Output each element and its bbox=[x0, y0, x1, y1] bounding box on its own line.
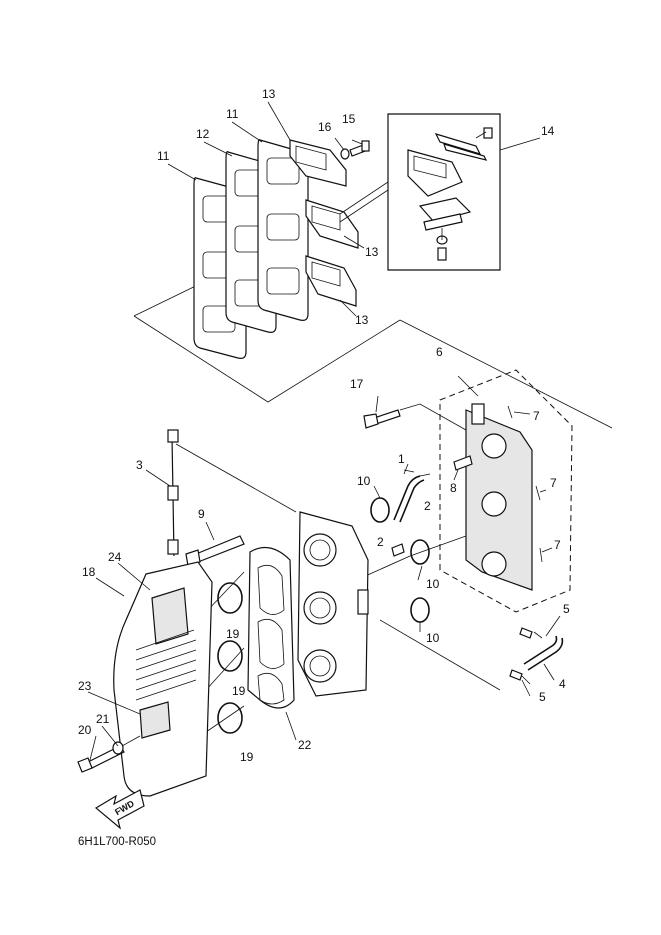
callout-2-bottom: 2 bbox=[377, 535, 384, 549]
o-ring-10-top bbox=[370, 497, 390, 523]
reed-valve-assembly bbox=[133, 113, 613, 429]
reed-valve-13-bottom bbox=[305, 255, 357, 307]
callout-7-middle: 7 bbox=[550, 476, 557, 490]
callout-22: 22 bbox=[298, 738, 312, 752]
callout-24: 24 bbox=[108, 550, 122, 564]
screw-7b bbox=[535, 485, 541, 501]
reed-valve-inset-14 bbox=[339, 113, 541, 271]
o-ring-19-bottom bbox=[217, 702, 243, 734]
crankcase-intake bbox=[297, 511, 369, 697]
leader-lines bbox=[87, 101, 561, 761]
fitting-8 bbox=[453, 455, 473, 471]
leader-block-to-plate bbox=[351, 535, 467, 583]
callout-11-front: 11 bbox=[226, 107, 239, 121]
screw-7c bbox=[539, 547, 543, 563]
bolt-15 bbox=[349, 140, 370, 157]
screw-7a bbox=[507, 405, 513, 419]
callout-1: 1 bbox=[398, 452, 405, 466]
callout-10-bottom: 10 bbox=[426, 631, 440, 645]
bolt-17 bbox=[363, 403, 467, 431]
callout-3: 3 bbox=[136, 458, 143, 472]
clip-5-bottom bbox=[509, 669, 523, 681]
reed-valve-13-top bbox=[289, 139, 347, 187]
link-rod-3 bbox=[167, 429, 179, 557]
callout-16: 16 bbox=[318, 120, 332, 134]
hose-1 bbox=[393, 475, 421, 521]
leader-inset bbox=[339, 181, 389, 215]
leader-5-lower bbox=[379, 619, 501, 691]
clip-2-lower bbox=[391, 543, 405, 557]
o-ring-19-top bbox=[217, 582, 243, 614]
fwd-arrow-icon: FWD bbox=[94, 789, 145, 830]
callout-11-rear: 11 bbox=[157, 149, 170, 163]
leader-upper-outline bbox=[133, 315, 401, 403]
callout-numbers: 13 11 12 11 16 15 14 13 13 6 17 7 1 3 10… bbox=[78, 87, 570, 764]
callout-2-top: 2 bbox=[424, 499, 431, 513]
callout-13-top: 13 bbox=[262, 87, 276, 101]
hose-4 bbox=[523, 635, 558, 665]
intake-plate-assembly-6 bbox=[439, 369, 573, 613]
callout-7-top: 7 bbox=[533, 409, 540, 423]
callout-13-middle: 13 bbox=[365, 245, 379, 259]
label-24 bbox=[151, 587, 189, 645]
callout-19-top: 19 bbox=[226, 627, 240, 641]
leader-3-to-block bbox=[175, 443, 297, 513]
callout-5-top: 5 bbox=[563, 602, 570, 616]
callout-10-middle: 10 bbox=[426, 577, 440, 591]
callout-23: 23 bbox=[78, 679, 92, 693]
o-ring-10-middle bbox=[410, 539, 430, 565]
callout-13-bottom: 13 bbox=[355, 313, 369, 327]
callout-21: 21 bbox=[96, 712, 110, 726]
reed-valve-13-middle bbox=[305, 199, 359, 249]
silencer-cover-18 bbox=[113, 561, 213, 797]
callout-15: 15 bbox=[342, 112, 356, 126]
callout-7-bottom: 7 bbox=[554, 538, 561, 552]
o-ring-19-middle bbox=[217, 640, 243, 672]
callout-6: 6 bbox=[436, 345, 443, 359]
o-ring-10-bottom bbox=[410, 597, 430, 623]
leader-14 bbox=[499, 137, 541, 151]
callout-4: 4 bbox=[559, 677, 566, 691]
washer-16 bbox=[340, 148, 350, 160]
clip-5-top bbox=[519, 627, 533, 639]
washer-21 bbox=[112, 741, 124, 755]
bolt-9 bbox=[185, 535, 245, 567]
callout-8: 8 bbox=[450, 481, 457, 495]
gasket-22 bbox=[247, 546, 295, 709]
callout-18: 18 bbox=[82, 565, 96, 579]
callout-19-middle: 19 bbox=[232, 684, 246, 698]
label-23 bbox=[139, 701, 171, 739]
callout-9: 9 bbox=[198, 507, 205, 521]
dashed-box-6 bbox=[439, 369, 573, 613]
callout-12: 12 bbox=[196, 127, 210, 141]
leader-6 bbox=[457, 375, 479, 397]
diagram-code: 6H1L700-R050 bbox=[78, 836, 156, 848]
callout-10-top: 10 bbox=[357, 474, 371, 488]
callout-20: 20 bbox=[78, 723, 92, 737]
callout-5-bottom: 5 bbox=[539, 690, 546, 704]
callout-19-bottom: 19 bbox=[240, 750, 254, 764]
callout-17: 17 bbox=[350, 377, 364, 391]
callout-14: 14 bbox=[541, 124, 555, 138]
